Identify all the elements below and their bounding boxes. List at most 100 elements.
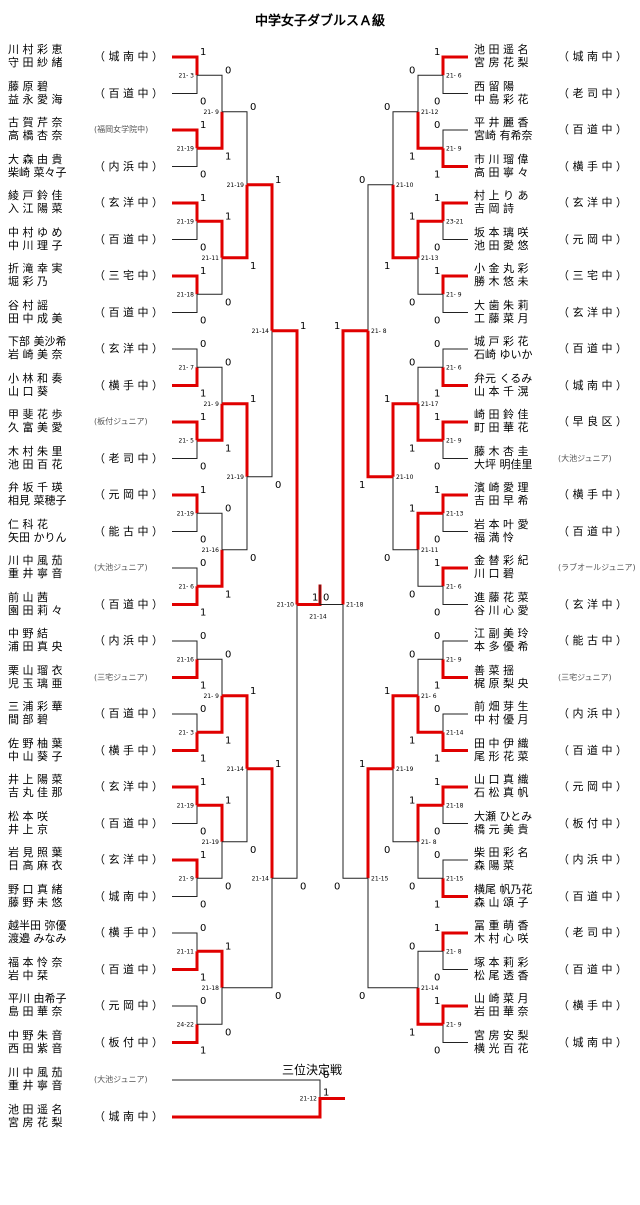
result-mark: 0 [200, 535, 206, 546]
match-score: 21-16 [177, 656, 195, 663]
bracket-line [197, 111, 224, 150]
team-name: （ 三 宅 中 ） [94, 269, 163, 282]
match-score: 21- 3 [178, 72, 194, 79]
bracket-line [197, 803, 224, 842]
team-name: （ 内 浜 中 ） [94, 159, 163, 173]
match-score: 21-18 [202, 985, 220, 992]
player-name: 野 口 真 緒 [8, 882, 63, 896]
bracket-line [441, 493, 468, 514]
team-name: （ 百 道 中 ） [558, 524, 627, 538]
player-name: 児 玉 璃 亜 [8, 676, 63, 690]
result-mark: 0 [409, 65, 415, 76]
bracket-line [442, 75, 468, 94]
page-title: 中学女子ダブルスＡ級 [254, 14, 385, 29]
player-name: 池 田 遥 名 [474, 43, 529, 56]
result-mark: 0 [200, 900, 206, 911]
bracket-line [172, 878, 198, 897]
bracket-line [392, 768, 418, 843]
player-name: 中 島 彩 花 [474, 92, 529, 106]
result-mark: 1 [434, 485, 440, 496]
match-score: 21- 5 [178, 437, 194, 444]
player-name: 塚 本 莉 彩 [474, 955, 529, 969]
team-name: （ 内 浜 中 ） [558, 707, 627, 720]
result-mark: 1 [200, 777, 206, 788]
player-name: 大瀬 ひとみ [474, 809, 533, 823]
result-mark: 1 [434, 900, 440, 911]
team-name: (ラブオールジュニア) [558, 563, 636, 572]
result-mark: 1 [434, 193, 440, 204]
player-name: 谷 川 心 愛 [474, 603, 529, 617]
bracket-line [392, 111, 418, 185]
result-mark: 0 [200, 631, 206, 642]
player-name: 大坪 明佳里 [474, 457, 533, 471]
bracket-line [197, 74, 223, 112]
bracket-line [441, 55, 468, 76]
bracket-line [172, 1024, 199, 1044]
team-name: （ 百 道 中 ） [94, 707, 163, 720]
result-mark: 1 [225, 795, 231, 806]
bracket-line [319, 584, 343, 605]
player-name: 本 多 優 希 [474, 640, 529, 653]
team-name: （ 玄 洋 中 ） [94, 342, 163, 355]
player-name: 浦 田 真 央 [8, 640, 63, 653]
bracket-line [417, 950, 443, 988]
result-mark: 1 [312, 593, 318, 604]
bracket-line [247, 183, 274, 331]
result-mark: 1 [200, 973, 206, 984]
bracket-line [442, 805, 468, 824]
match-score: 21-17 [421, 401, 439, 408]
player-name: 川 中 風 茄 [8, 1066, 63, 1079]
result-mark: 1 [334, 321, 340, 332]
bracket-line [416, 403, 443, 442]
bracket-line [172, 858, 199, 879]
bracket-line [172, 513, 198, 532]
player-name: 山 崎 菜 月 [474, 992, 529, 1005]
match-score: 21-19 [227, 182, 245, 189]
bracket-line [197, 366, 223, 404]
result-mark: 0 [384, 553, 390, 564]
player-name: 西 田 紫 音 [8, 1041, 63, 1055]
bracket-line [247, 330, 273, 478]
player-name: 横 光 百 花 [474, 1041, 529, 1055]
player-name: 柴 田 彩 名 [474, 846, 529, 859]
result-mark: 0 [200, 339, 206, 350]
team-name: (大池ジュニア) [94, 563, 148, 572]
bracket-line [172, 586, 199, 606]
player-name: 金 替 彩 紀 [474, 554, 529, 567]
match-score: 21- 3 [178, 729, 194, 736]
result-mark: 1 [409, 151, 415, 162]
result-mark: 0 [409, 589, 415, 600]
player-name: 森 山 頌 子 [474, 895, 529, 909]
result-mark: 1 [434, 777, 440, 788]
team-name: （ 城 南 中 ） [558, 378, 627, 392]
bracket-line [197, 219, 224, 258]
player-name: 折 滝 幸 実 [8, 262, 63, 275]
match-score: 21- 9 [446, 1021, 462, 1028]
match-score: 21- 6 [446, 364, 462, 371]
player-name: 中 野 結 [8, 627, 48, 640]
bracket-line [172, 294, 198, 313]
result-mark: 0 [409, 357, 415, 368]
match-score: 21- 7 [178, 364, 194, 371]
player-name: 山 口 真 織 [474, 773, 529, 786]
bracket-line [197, 987, 223, 1025]
result-mark: 0 [409, 297, 415, 308]
bracket-line [442, 440, 468, 459]
match-score: 24-22 [177, 1021, 195, 1028]
team-name: （ 百 道 中 ） [558, 342, 627, 355]
result-mark: 1 [323, 1088, 329, 1099]
player-name: 井 上 陽 菜 [8, 773, 63, 786]
player-name: 松 尾 透 香 [474, 968, 529, 982]
bracket-line [442, 348, 468, 368]
match-score: 21-14 [446, 729, 464, 736]
player-name: 中 村 優 月 [474, 713, 529, 726]
result-mark: 1 [409, 795, 415, 806]
bracket-line [197, 695, 224, 734]
player-name: 佐 野 柚 葉 [8, 736, 63, 750]
result-mark: 0 [434, 1046, 440, 1057]
player-name: 岩 本 叶 愛 [474, 517, 529, 531]
result-mark: 0 [434, 704, 440, 715]
bracket-line [441, 420, 468, 441]
player-name: 相見 菜穂子 [8, 494, 67, 507]
result-mark: 0 [434, 462, 440, 473]
